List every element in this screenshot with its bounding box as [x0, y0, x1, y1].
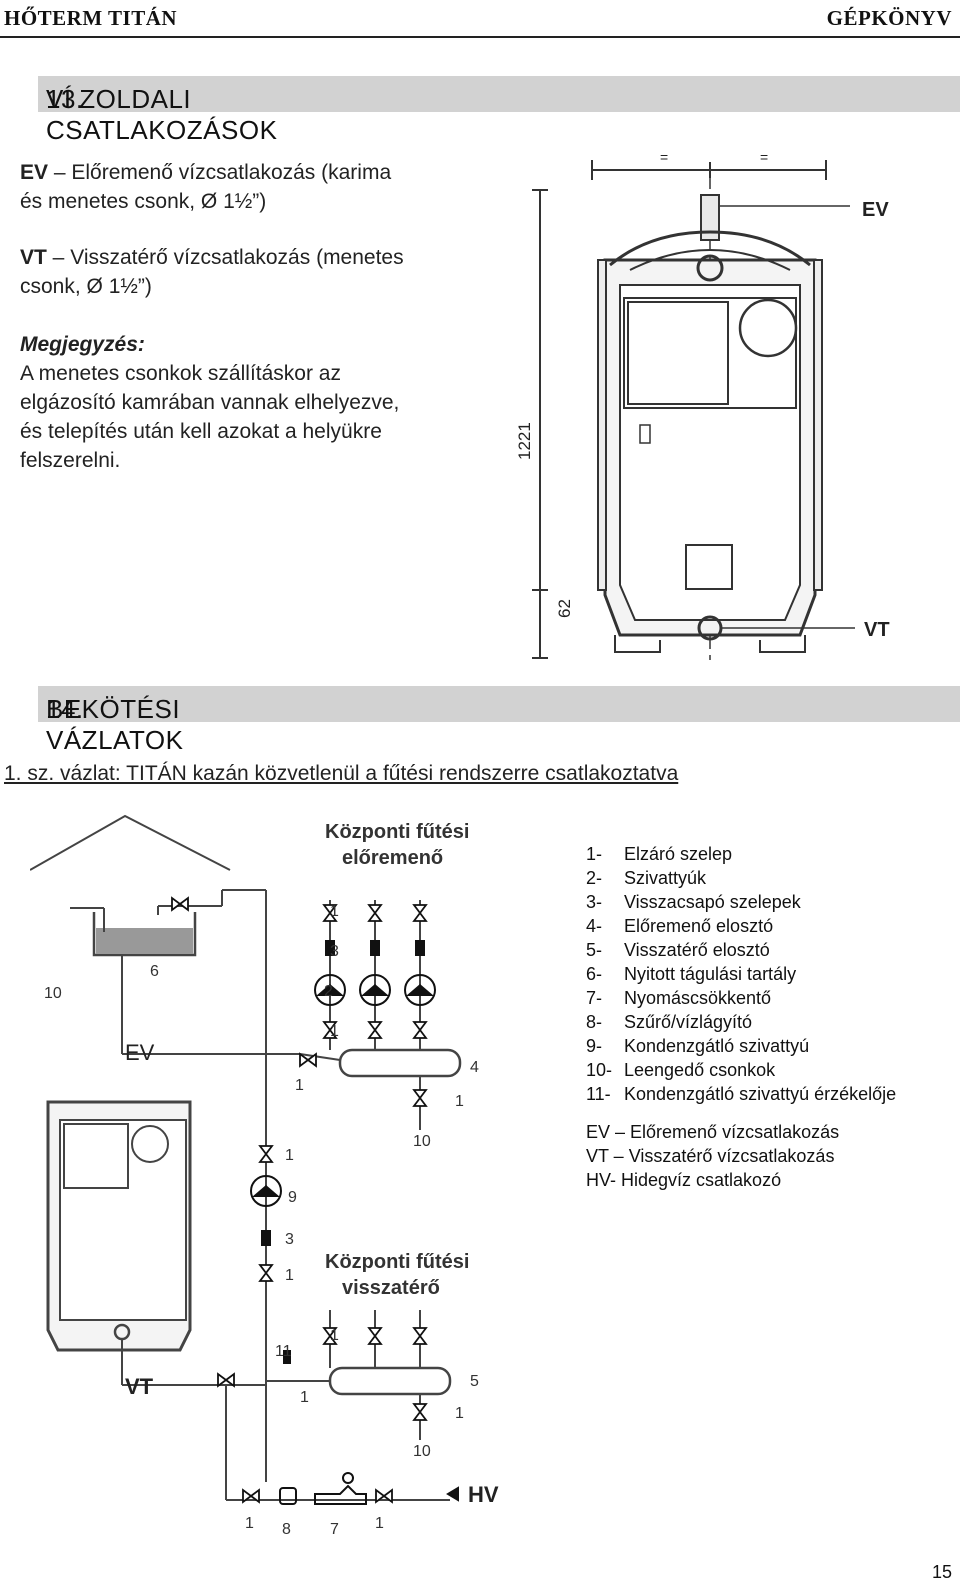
vt-description: VT – Visszatérő vízcsatlakozás (menetes …	[20, 243, 404, 301]
header-divider	[0, 36, 960, 38]
legend-item: 5-Visszatérő elosztó	[586, 940, 770, 960]
vt-line-1: – Visszatérő vízcsatlakozás (menetes	[46, 246, 404, 269]
note-block: Megjegyzés: A menetes csonkok szállításk…	[20, 330, 399, 475]
label-3: 3	[330, 943, 339, 960]
schematic-vt-label: VT	[125, 1374, 154, 1399]
label-1: 1	[330, 1023, 339, 1040]
schematic-ev-label: EV	[125, 1040, 155, 1065]
legend-item: 2-Szivattyúk	[586, 868, 707, 888]
legend-item: 6-Nyitott tágulási tartály	[586, 964, 797, 984]
dim-height-label: 1221	[515, 422, 534, 460]
feed-title-line-2: előremenő	[342, 847, 443, 869]
label-5: 5	[470, 1373, 479, 1390]
label-2: 2	[324, 983, 333, 1000]
heating-schematic: Központi fűtési előremenő Központi fűtés…	[30, 814, 499, 1538]
header-title: HŐTERM TITÁN	[4, 6, 178, 30]
label-1: 1	[285, 1147, 294, 1164]
vt-abbr: VT	[20, 246, 47, 269]
label-1: 1	[300, 1389, 309, 1406]
page-number: 15	[931, 1562, 952, 1582]
label-11: 11	[275, 1343, 292, 1360]
section-13-title: VÍ ZOLDALI CSATLAKOZÁSOK	[46, 84, 278, 145]
legend-abbr-vt: VT – Visszatérő vízcsatlakozás	[586, 1146, 835, 1166]
return-title-line-2: visszatérő	[342, 1277, 440, 1299]
note-title: Megjegyzés:	[20, 333, 145, 356]
section-13-number: 13.	[46, 84, 84, 114]
dim-bottom-label: 62	[555, 599, 574, 618]
label-10: 10	[413, 1443, 431, 1460]
header-doc-type: GÉPKÖNYV	[826, 6, 952, 30]
legend-item: 8-Szűrő/vízlágyító	[586, 1012, 753, 1032]
section-14-title: BEKÖTÉSI VÁZLATOK	[46, 694, 184, 755]
ev-line-1: – Előremenő vízcsatlakozás (karima	[48, 161, 392, 184]
ev-line-2: és menetes csonk, Ø 1½”)	[20, 190, 267, 213]
section-13-heading: 13. VÍ ZOLDALI CSATLAKOZÁSOK	[38, 76, 960, 145]
label-1: 1	[375, 1515, 384, 1532]
label-1: 1	[285, 1267, 294, 1284]
label-10: 10	[413, 1133, 431, 1150]
legend-abbr-ev: EV – Előremenő vízcsatlakozás	[586, 1122, 840, 1142]
label-3: 3	[285, 1231, 294, 1248]
legend-abbr-hv: HV- Hidegvíz csatlakozó	[586, 1170, 782, 1190]
section-14-number: 14.	[46, 694, 84, 724]
schematic-legend: 1-Elzáró szelep 2-Szivattyúk 3-Visszacsa…	[586, 842, 896, 1192]
dim-equal-right: =	[760, 149, 768, 165]
label-4: 4	[470, 1059, 479, 1076]
label-9: 9	[288, 1189, 297, 1206]
dim-equal-left: =	[660, 149, 668, 165]
label-1: 1	[245, 1515, 254, 1532]
ev-abbr: EV	[20, 161, 49, 184]
boiler-connection-diagram: = = EV VT 1221 62	[515, 149, 890, 660]
note-line: A menetes csonkok szállításkor az	[20, 362, 341, 385]
return-title-line-1: Központi fűtési	[325, 1251, 469, 1273]
diagram-caption: 1. sz. vázlat: TITÁN kazán közvetlenül a…	[4, 762, 679, 785]
legend-item: 1-Elzáró szelep	[586, 844, 733, 864]
feed-title-line-1: Központi fűtési	[325, 821, 469, 843]
label-1: 1	[330, 903, 339, 920]
legend-item: 11-Kondenzgátló szivattyú érzékelője	[586, 1084, 897, 1104]
vt-connection-label: VT	[864, 619, 890, 641]
legend-item: 10-Leengedő csonkok	[586, 1060, 776, 1080]
label-1: 1	[295, 1077, 304, 1094]
label-7: 7	[330, 1521, 339, 1538]
label-6: 6	[150, 963, 159, 980]
note-line: és telepítés után kell azokat a helyükre	[20, 420, 382, 443]
legend-item: 7-Nyomáscsökkentő	[586, 988, 772, 1008]
legend-item: 3-Visszacsapó szelepek	[586, 892, 801, 912]
label-8: 8	[282, 1521, 291, 1538]
legend-item: 9-Kondenzgátló szivattyú	[586, 1036, 810, 1056]
label-1: 1	[330, 1327, 339, 1344]
legend-abbreviations: EV – Előremenő vízcsatlakozás VT – Vissz…	[586, 1120, 896, 1192]
schematic-hv-label: HV	[468, 1482, 499, 1507]
ev-description: EV – Előremenő vízcsatlakozás (karima és…	[20, 158, 391, 216]
note-line: elgázosító kamrában vannak elhelyezve,	[20, 391, 400, 414]
label-1: 1	[455, 1093, 464, 1110]
section-14-heading: 14. BEKÖTÉSI VÁZLATOK	[38, 686, 960, 755]
label-1: 1	[455, 1405, 464, 1422]
label-10: 10	[44, 985, 62, 1002]
note-line: felszerelni.	[20, 449, 121, 472]
vt-line-2: csonk, Ø 1½”)	[20, 275, 152, 298]
legend-item: 4-Előremenő elosztó	[586, 916, 774, 936]
ev-connection-label: EV	[862, 199, 889, 221]
